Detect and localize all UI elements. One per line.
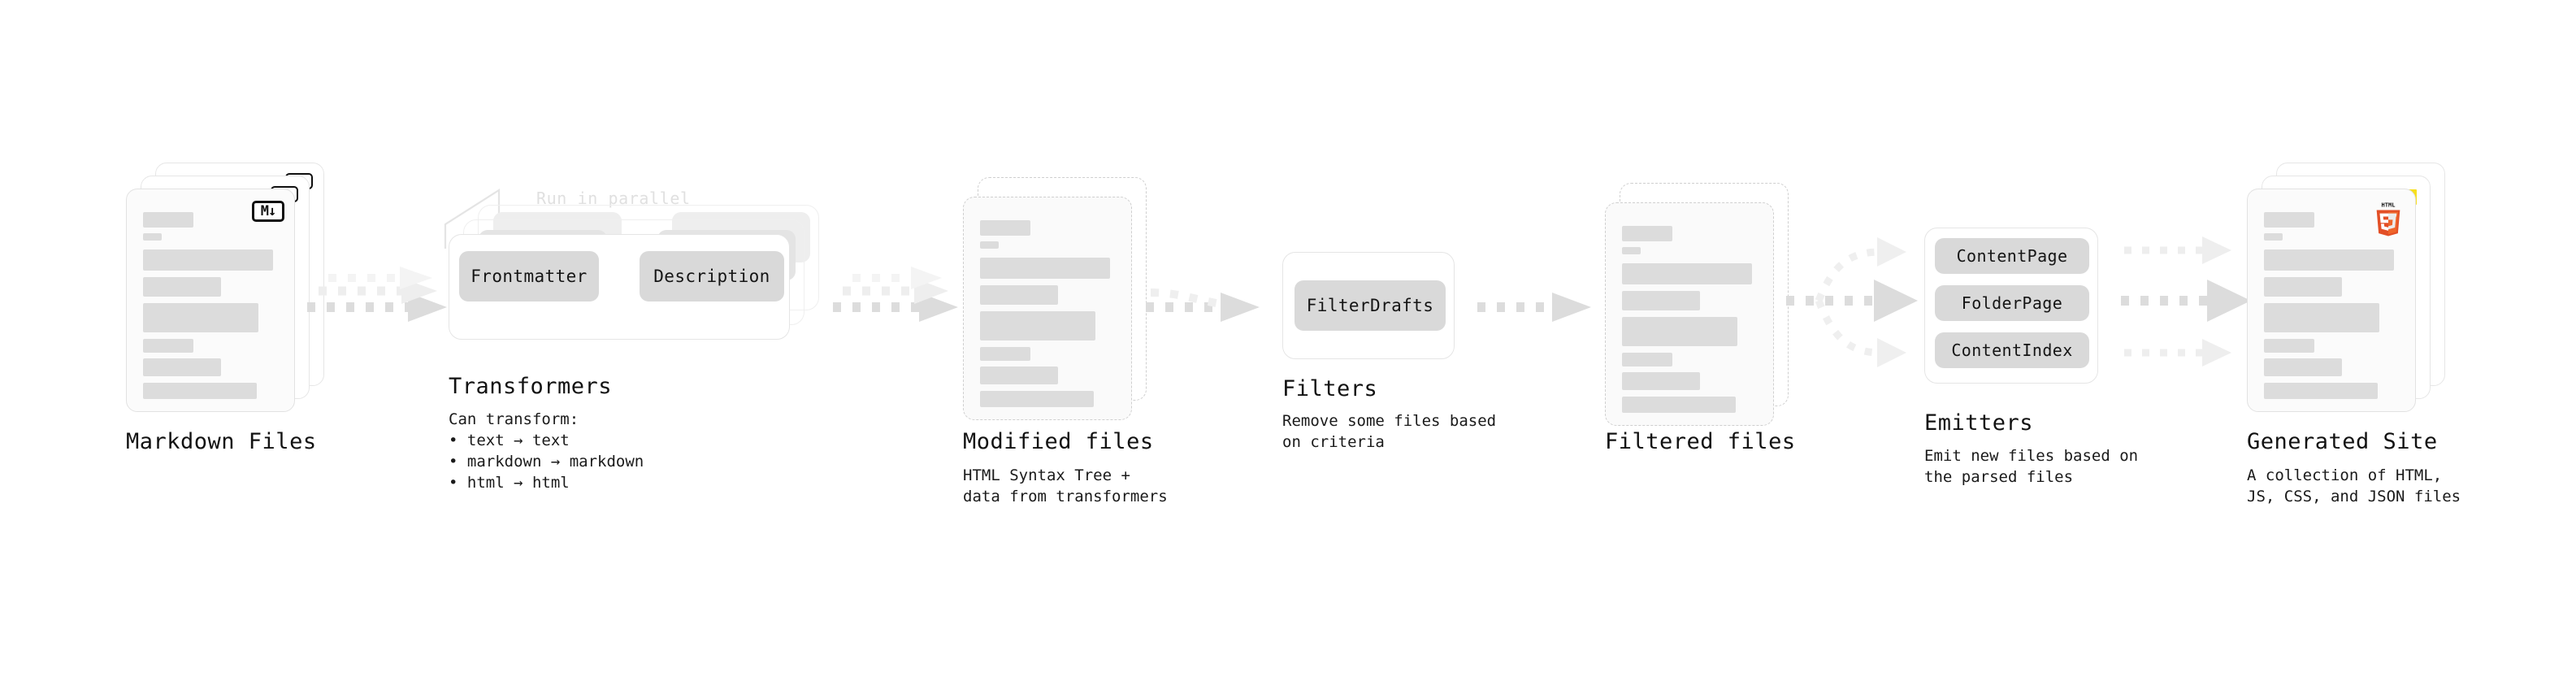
- stage-caption-modified-files: Modified files: [963, 429, 1154, 454]
- connector-markdown-to-transformers: [307, 267, 447, 322]
- stage-caption-generated-site: Generated Site: [2247, 429, 2438, 454]
- skeleton-bar: [143, 339, 193, 353]
- skeleton-bar: [980, 391, 1094, 407]
- skeleton-bar: [143, 358, 221, 376]
- skeleton-bar: [980, 241, 999, 249]
- skeleton-bar: [980, 285, 1058, 305]
- stage-caption-emitters: Emitters: [1924, 410, 2034, 436]
- connector-emitters-to-site: [2121, 236, 2251, 367]
- stage-caption-transformers: Transformers: [449, 374, 613, 399]
- skeleton-bar: [143, 383, 257, 399]
- skeleton-bar: [2264, 303, 2379, 332]
- skeleton-bar: [2264, 383, 2378, 399]
- skeleton-bar: [1622, 397, 1736, 413]
- filters-box: FilterDrafts: [1282, 252, 1455, 359]
- skeleton-bar: [2264, 339, 2314, 353]
- transformer-chip-frontmatter[interactable]: Frontmatter: [459, 251, 599, 301]
- stage-caption-markdown-files: Markdown Files: [126, 429, 317, 454]
- skeleton-bar: [980, 347, 1030, 361]
- skeleton-bar: [143, 303, 258, 332]
- emitter-chip-contentpage[interactable]: ContentPage: [1935, 238, 2089, 274]
- emitter-chip-contentindex[interactable]: ContentIndex: [1935, 332, 2089, 368]
- skeleton-bar: [143, 249, 273, 271]
- filtered-doc-front: [1605, 202, 1774, 426]
- transformer-chip-description[interactable]: Description: [640, 251, 784, 301]
- stage-description-modified-files: HTML Syntax Tree + data from transformer…: [963, 466, 1168, 505]
- connector-filters-to-filtered: [1477, 293, 1591, 322]
- skeleton-bar: [2264, 249, 2394, 271]
- skeleton-bar: [980, 367, 1058, 384]
- skeleton-bar: [2264, 358, 2342, 376]
- skeleton-bar: [2264, 277, 2342, 297]
- emitters-box: ContentPage FolderPage ContentIndex: [1924, 228, 2098, 384]
- connector-transformers-to-modified: [833, 267, 958, 322]
- stage-caption-filters: Filters: [1282, 376, 1378, 401]
- stage-description-filters: Remove some files based on criteria: [1282, 412, 1497, 451]
- site-doc-front: HTML: [2247, 189, 2416, 412]
- skeleton-bar: [143, 233, 162, 241]
- skeleton-bar: [1622, 353, 1672, 367]
- skeleton-bar: [1622, 372, 1700, 390]
- stage-description-transformers: Can transform: • text → text • markdown …: [449, 410, 644, 492]
- html5-icon: HTML: [2376, 202, 2400, 236]
- filter-chip-filterdrafts[interactable]: FilterDrafts: [1295, 280, 1446, 331]
- skeleton-bar: [143, 212, 193, 228]
- modified-doc-front: [963, 197, 1132, 420]
- skeleton-bar: [980, 258, 1110, 279]
- skeleton-bar: [143, 277, 221, 297]
- skeleton-bar: [1622, 291, 1700, 310]
- skeleton-bar: [2264, 212, 2314, 228]
- skeleton-bar: [1622, 263, 1752, 284]
- html5-icon-label: HTML: [2381, 202, 2395, 209]
- skeleton-bar: [1622, 317, 1737, 346]
- stage-caption-filtered-files: Filtered files: [1605, 429, 1796, 454]
- connector-modified-to-filters: [1146, 288, 1260, 322]
- stage-description-generated-site: A collection of HTML, JS, CSS, and JSON …: [2247, 466, 2461, 505]
- markdown-doc-front: M↓: [126, 189, 295, 412]
- emitter-chip-folderpage[interactable]: FolderPage: [1935, 285, 2089, 321]
- stage-description-emitters: Emit new files based on the parsed files: [1924, 447, 2139, 486]
- transformers-box-front: Frontmatter Description: [449, 234, 790, 340]
- skeleton-bar: [2264, 233, 2283, 241]
- skeleton-bar: [980, 220, 1030, 236]
- skeleton-bar: [1622, 226, 1672, 241]
- run-in-parallel-bracket: [444, 188, 501, 249]
- connector-filtered-to-emitters: [1786, 237, 1918, 367]
- skeleton-bar: [1622, 247, 1641, 254]
- markdown-badge: M↓: [252, 201, 284, 222]
- skeleton-bar: [980, 311, 1095, 340]
